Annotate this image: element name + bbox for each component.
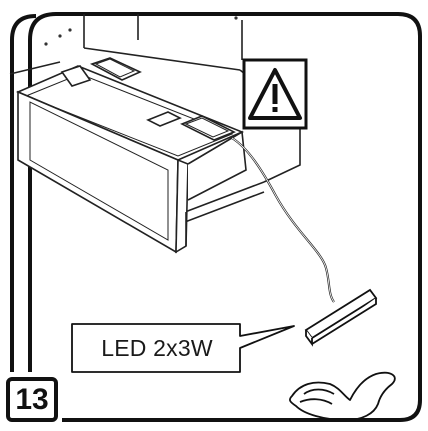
led-cable-inner	[231, 137, 335, 303]
warning-triangle-icon	[248, 68, 302, 120]
cabinet-screws	[44, 16, 238, 46]
led-slots	[60, 57, 236, 141]
diagram-border-left	[10, 14, 37, 372]
step-number-badge: 13	[6, 377, 58, 422]
callout-bubble	[71, 323, 295, 373]
step-number: 13	[15, 382, 49, 416]
led-cable	[231, 137, 335, 303]
led-strip	[304, 288, 378, 347]
hood-body	[15, 65, 247, 254]
led-spec-label: LED 2x3W	[101, 334, 213, 361]
hand-illustration	[289, 371, 396, 421]
diagram-border	[28, 12, 422, 422]
